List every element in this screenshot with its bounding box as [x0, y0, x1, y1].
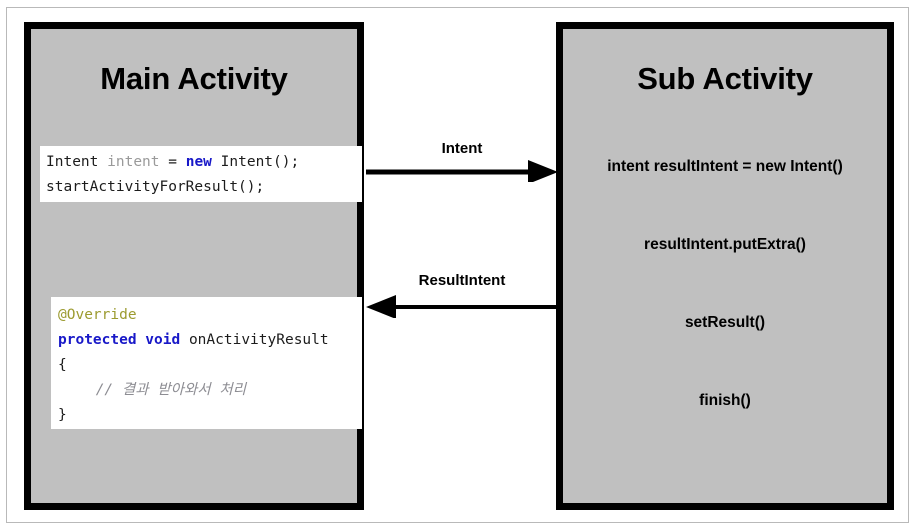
- resultintent-arrow-label: ResultIntent: [418, 272, 506, 289]
- code-line-comment: // 결과 받아와서 처리: [95, 382, 247, 398]
- sub-activity-step-finish: finish(): [699, 392, 751, 409]
- intent-arrow-label: Intent: [441, 140, 483, 157]
- code-line: startActivityForResult();: [46, 179, 265, 195]
- main-activity-code-block-2: @Override protected void onActivityResul…: [51, 297, 362, 429]
- sub-activity-box: Sub Activity intent resultIntent = new I…: [556, 22, 894, 510]
- code-token-variable: intent: [107, 154, 160, 170]
- code-line: Intent intent = new Intent();: [46, 150, 362, 175]
- sub-activity-step-create-intent: intent resultIntent = new Intent(): [607, 158, 843, 175]
- main-activity-title: Main Activity: [100, 61, 288, 96]
- sub-activity-step-set-result: setResult(): [684, 314, 766, 331]
- code-line-open-brace: {: [58, 357, 67, 373]
- code-line-close-brace: }: [58, 407, 67, 423]
- main-activity-box: Main Activity Intent intent = new Intent…: [24, 22, 364, 510]
- resultintent-arrow-group: ResultIntent: [366, 272, 558, 318]
- code-token-modifiers: protected void: [58, 332, 181, 348]
- code-line-annotation: @Override: [58, 307, 137, 323]
- main-activity-code-block-1: Intent intent = new Intent(); startActiv…: [40, 146, 362, 202]
- code-line: protected void onActivityResult: [58, 328, 362, 353]
- sub-activity-step-put-extra: resultIntent.putExtra(): [644, 236, 806, 253]
- code-token-type: Intent: [46, 154, 99, 170]
- resultintent-arrow-icon: [366, 295, 558, 318]
- intent-arrow-group: Intent: [366, 140, 558, 182]
- code-token-equals: =: [159, 154, 186, 170]
- sub-activity-title: Sub Activity: [637, 61, 813, 96]
- code-token-keyword-new: new: [185, 154, 212, 170]
- code-token-call: Intent();: [211, 154, 300, 170]
- code-token-space: [98, 154, 107, 170]
- code-token-method-name: onActivityResult: [180, 332, 329, 348]
- intent-arrow-icon: [366, 160, 558, 182]
